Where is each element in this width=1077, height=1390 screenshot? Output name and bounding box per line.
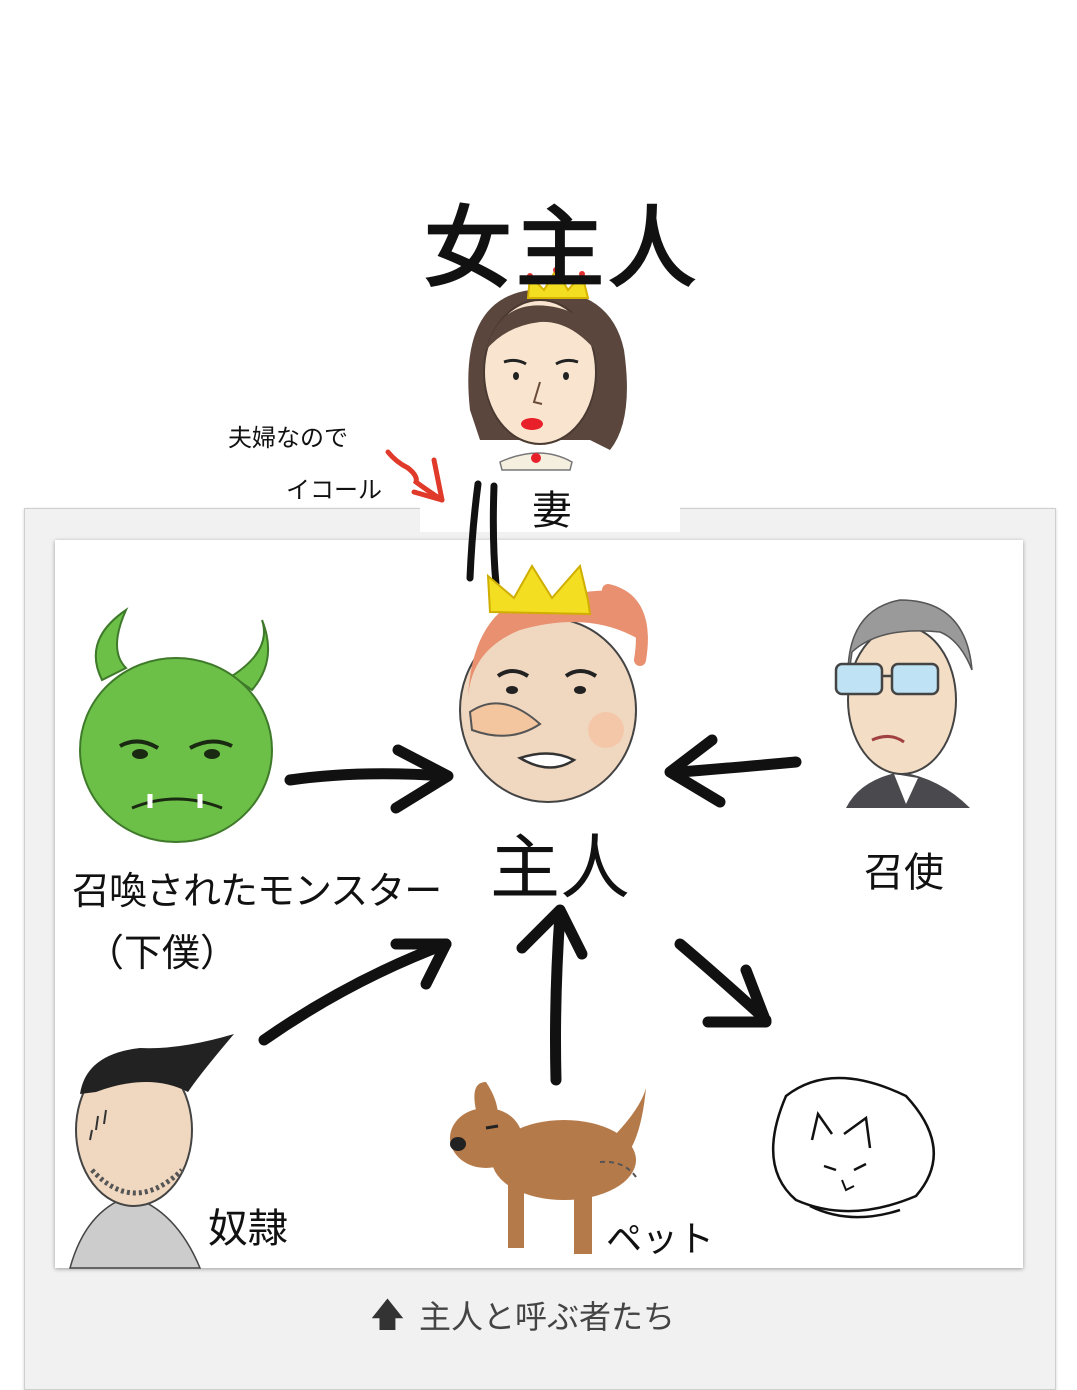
arrowhead-monster: [390, 744, 454, 814]
arrowhead-slave: [390, 938, 452, 990]
arrow-up-icon: 🡅: [370, 1295, 405, 1335]
note-line-1: 夫婦なので: [228, 424, 348, 452]
figure-caption: 🡅 主人と呼ぶ者たち: [370, 1294, 675, 1336]
monster-figure: [79, 607, 273, 843]
label-pet: ペット: [606, 1219, 715, 1260]
label-monster: 召喚されたモンスター: [72, 869, 442, 913]
frame-cutout: [420, 496, 680, 532]
arrows: [258, 734, 802, 1086]
steward-figure: [834, 599, 973, 808]
label-wife: 妻: [532, 488, 572, 534]
arrowhead-steward: [664, 734, 726, 808]
equal-line-right: [489, 482, 500, 588]
arrow-slave-to-master: [258, 938, 452, 1046]
arrowhead-pet: [516, 904, 588, 960]
caption-text: 主人と呼ぶ者たち: [418, 1298, 675, 1336]
arrow-steward-to-master: [674, 756, 802, 778]
dog-figure: [450, 1082, 646, 1254]
master-figure: [459, 563, 648, 803]
label-master: 主人: [490, 827, 630, 909]
arrowhead-cat: [702, 964, 772, 1028]
pointer-arrow: [385, 449, 445, 503]
label-slave: 奴隷: [208, 1206, 288, 1252]
note-line-2: イコール: [286, 476, 382, 504]
arrow-monster-to-master: [284, 768, 452, 786]
wife-figure: [468, 267, 627, 471]
pointer-arrowhead: [411, 457, 445, 503]
label-monster-note: （下僕）: [86, 931, 239, 975]
slave-figure: [69, 1034, 234, 1269]
cat-figure: [771, 1076, 935, 1219]
arrow-pet-to-master: [550, 908, 566, 1086]
diagram-title: 女主人: [424, 197, 701, 300]
label-steward: 召使: [864, 850, 944, 896]
equal-line-left: [466, 480, 482, 582]
